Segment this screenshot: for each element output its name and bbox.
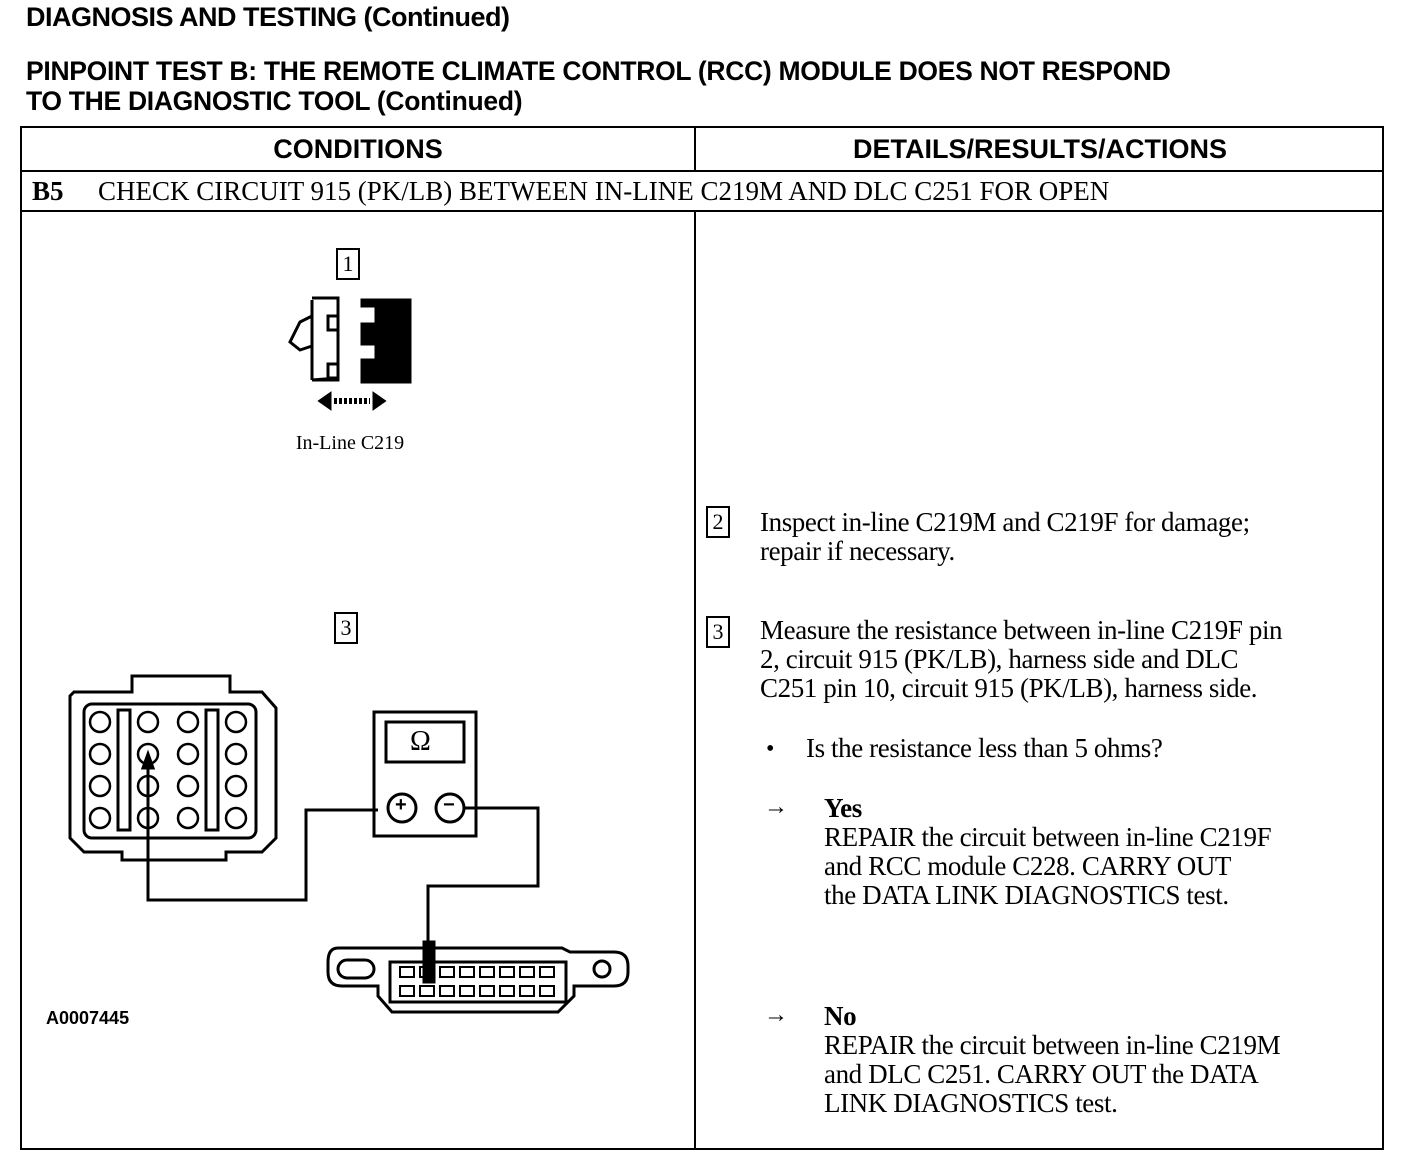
- disconnect-arrow-left: [317, 391, 332, 411]
- dlc-connector-illustration: [326, 946, 630, 1014]
- connector-rib-right: [204, 708, 220, 832]
- conditions-column-header: CONDITIONS: [273, 134, 443, 164]
- meter-body: [372, 710, 478, 838]
- no-result: No REPAIR the circuit between in-line C2…: [824, 1001, 1281, 1118]
- ohm-symbol: Ω: [410, 726, 431, 757]
- step-row: B5 CHECK CIRCUIT 915 (PK/LB) BETWEEN IN-L…: [32, 172, 1372, 210]
- meter-positive-terminal: [386, 792, 418, 824]
- figure-step-1-box: 1: [336, 248, 360, 280]
- header-divider: [694, 128, 696, 170]
- step-2-text: Inspect in-line C219M and C219F for dama…: [760, 508, 1250, 566]
- no-arrow: →: [764, 1002, 788, 1028]
- step-2-line-2: repair if necessary.: [760, 536, 955, 566]
- step-3-text: Measure the resistance between in-line C…: [760, 615, 1283, 703]
- meter-display: [384, 720, 466, 764]
- yes-label: Yes: [824, 793, 862, 823]
- test-title-line-2: TO THE DIAGNOSTIC TOOL (Continued): [26, 86, 523, 116]
- details-column-header: DETAILS/RESULTS/ACTIONS: [852, 134, 1227, 164]
- no-line-1: REPAIR the circuit between in-line C219M: [824, 1030, 1281, 1060]
- dlc-pins: [399, 966, 555, 997]
- male-half-connector: [311, 296, 340, 382]
- step-id: B5: [32, 176, 64, 206]
- step-rule: [22, 210, 1382, 212]
- disconnect-arrow-right: [372, 391, 387, 411]
- dlc-pin-area: [388, 960, 568, 1004]
- test-title-line-1: PINPOINT TEST B: THE REMOTE CLIMATE CONT…: [26, 56, 1171, 86]
- header-rule: [22, 170, 1382, 172]
- no-label: No: [824, 1001, 857, 1031]
- probe-lead-positive: [146, 754, 378, 902]
- minus-sign: −: [443, 794, 455, 816]
- pinpoint-test-title: PINPOINT TEST B: THE REMOTE CLIMATE CONT…: [26, 56, 1396, 116]
- connector-rib-left: [116, 708, 132, 832]
- body-divider: [694, 212, 696, 1150]
- no-line-2: and DLC C251. CARRY OUT the DATA: [824, 1059, 1259, 1089]
- probe-lead-negative: [426, 806, 540, 952]
- probe-tip-positive: [140, 749, 156, 770]
- figure-step-3-box: 3: [334, 612, 358, 644]
- page-heading: DIAGNOSIS AND TESTING (Continued): [26, 2, 510, 32]
- yes-result: Yes REPAIR the circuit between in-line C…: [824, 793, 1272, 910]
- connector-housing: [68, 674, 278, 862]
- connector-pins: [88, 710, 248, 830]
- connector-latch: [288, 300, 314, 380]
- no-line-3: LINK DIAGNOSTICS test.: [824, 1088, 1118, 1118]
- figure-id: A0007445: [46, 1008, 130, 1028]
- step-3-line-1: Measure the resistance between in-line C…: [760, 615, 1283, 645]
- connector-face: [82, 702, 258, 840]
- ohmmeter-illustration: [372, 710, 540, 984]
- yes-line-3: the DATA LINK DIAGNOSTICS test.: [824, 880, 1229, 910]
- rcc-connector-illustration: [68, 674, 378, 902]
- plus-sign: +: [395, 794, 407, 816]
- yes-arrow: →: [764, 794, 788, 820]
- step-title: CHECK CIRCUIT 915 (PK/LB) BETWEEN IN-LIN…: [98, 176, 1110, 206]
- yes-line-2: and RCC module C228. CARRY OUT: [824, 851, 1232, 881]
- dlc-mount-slot: [336, 958, 376, 980]
- female-half-connector: [360, 298, 412, 384]
- details-step-2-box: 2: [706, 506, 730, 538]
- inline-connector-illustration: [288, 296, 412, 411]
- step-2-line-1: Inspect in-line C219M and C219F for dama…: [760, 507, 1250, 537]
- pinpoint-test-table: CONDITIONS DETAILS/RESULTS/ACTIONS B5 CHE…: [20, 126, 1384, 1150]
- step-3-line-3: C251 pin 10, circuit 915 (PK/LB), harnes…: [760, 673, 1258, 703]
- dlc-mount-hole: [592, 959, 612, 979]
- question-text: Is the resistance less than 5 ohms?: [806, 733, 1163, 763]
- question-bullet: •: [766, 736, 775, 762]
- dlc-housing: [326, 946, 630, 1014]
- step-3-line-2: 2, circuit 915 (PK/LB), harness side and…: [760, 644, 1239, 674]
- yes-line-1: REPAIR the circuit between in-line C219F: [824, 822, 1272, 852]
- inline-connector-caption: In-Line C219: [295, 432, 405, 454]
- details-step-3-box: 3: [706, 616, 730, 648]
